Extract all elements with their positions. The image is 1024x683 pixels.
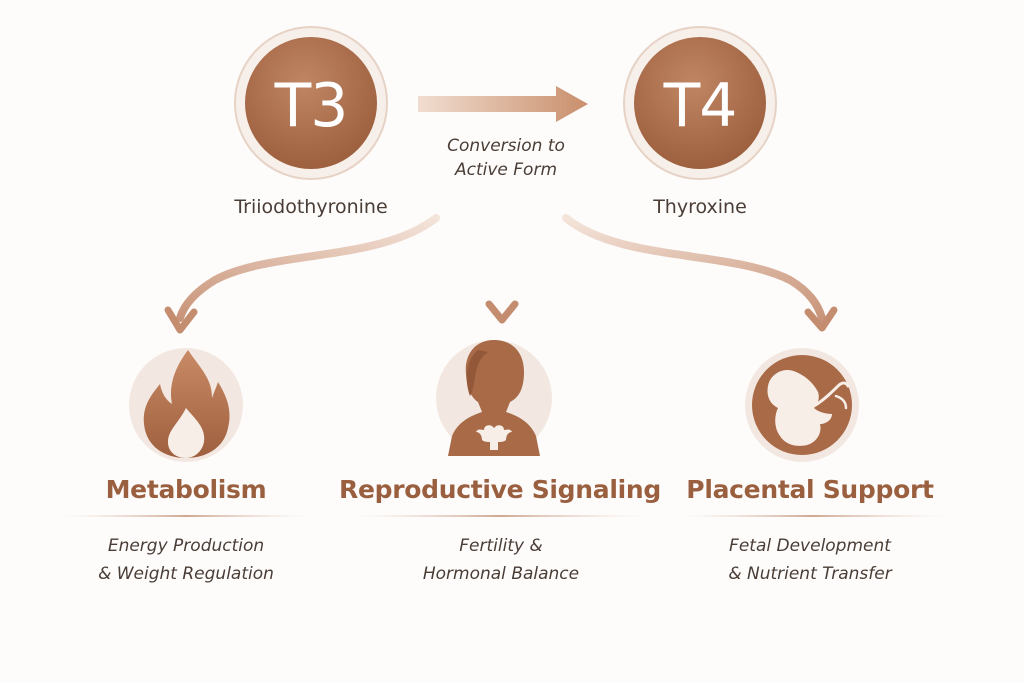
flame-icon	[129, 348, 243, 462]
divider-placental	[682, 515, 944, 517]
metabolism-description: Energy Production & Weight Regulation	[36, 532, 336, 588]
t3-symbol: T3	[274, 71, 348, 141]
conversion-line-1: Conversion to	[447, 136, 565, 156]
t4-name: Thyroxine	[653, 196, 747, 218]
placental-desc-line-1: Fetal Development	[729, 536, 891, 556]
conversion-label: Conversion to Active Form	[406, 134, 606, 182]
t3-circle: T3	[234, 26, 388, 180]
reproductive-desc-line-2: Hormonal Balance	[422, 564, 580, 584]
woman-uterus-icon	[436, 340, 552, 456]
arrow-to-placental	[562, 214, 838, 332]
metabolism-title: Metabolism	[105, 475, 267, 504]
divider-metabolism	[62, 515, 310, 517]
placental-title: Placental Support	[686, 475, 934, 504]
reproductive-title: Reproductive Signaling	[339, 475, 661, 504]
t4-symbol: T4	[663, 71, 737, 141]
t4-circle: T4	[623, 26, 777, 180]
divider-reproductive	[355, 515, 645, 517]
reproductive-desc-line-1: Fertility &	[459, 536, 543, 556]
reproductive-description: Fertility & Hormonal Balance	[351, 532, 651, 588]
arrow-to-reproductive	[485, 201, 519, 324]
metabolism-desc-line-2: & Weight Regulation	[98, 564, 274, 584]
arrow-to-metabolism	[164, 214, 440, 334]
t3-name: Triiodothyronine	[234, 196, 388, 218]
placental-desc-line-2: & Nutrient Transfer	[728, 564, 892, 584]
metabolism-desc-line-1: Energy Production	[107, 536, 265, 556]
conversion-line-2: Active Form	[454, 160, 558, 180]
conversion-arrow	[418, 86, 588, 122]
fetus-icon	[745, 348, 859, 462]
placental-description: Fetal Development & Nutrient Transfer	[660, 532, 960, 588]
